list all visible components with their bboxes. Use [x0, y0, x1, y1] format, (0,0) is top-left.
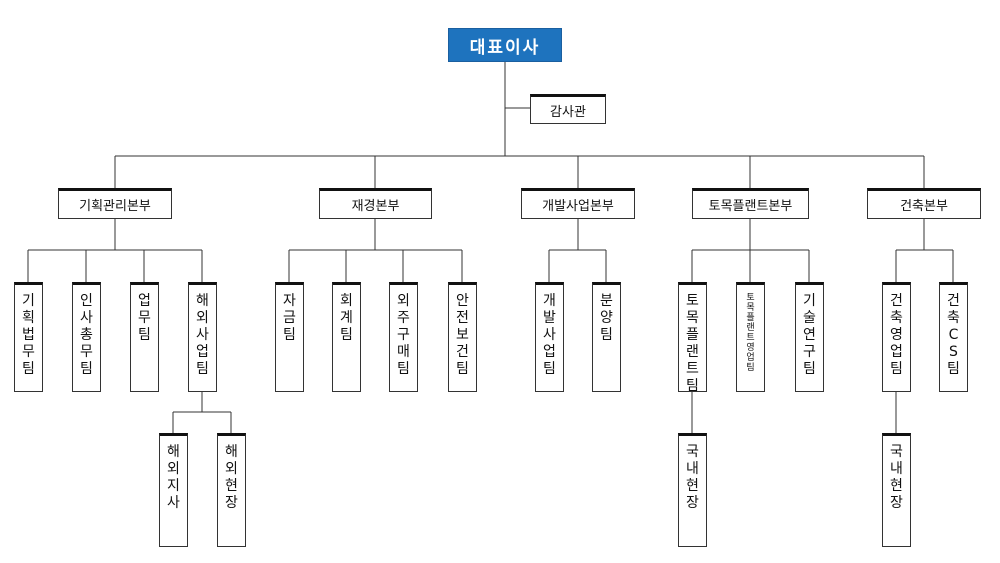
team-accounting: 회계팀	[332, 282, 361, 392]
team-overseas-business: 해외사업팀	[188, 282, 217, 392]
team-architecture-sales: 건축영업팀	[882, 282, 911, 392]
subteam-domestic-site-civil: 국내현장	[678, 433, 707, 547]
team-hr-general: 인사총무팀	[72, 282, 101, 392]
subteam-overseas-site: 해외현장	[217, 433, 246, 547]
team-operations: 업무팀	[130, 282, 159, 392]
team-sales: 분양팀	[592, 282, 621, 392]
team-civil-plant-sales: 토목플랜트영업팀	[736, 282, 765, 392]
team-development-business: 개발사업팀	[535, 282, 564, 392]
division-architecture: 건축본부	[867, 188, 981, 219]
team-safety-health: 안전보건팀	[448, 282, 477, 392]
team-tech-research: 기술연구팀	[795, 282, 824, 392]
ceo-box: 대표이사	[448, 28, 562, 62]
division-planning: 기획관리본부	[58, 188, 172, 219]
team-outsourcing-purchase: 외주구매팀	[389, 282, 418, 392]
subteam-overseas-branch: 해외지사	[159, 433, 188, 547]
team-planning-legal: 기획법무팀	[14, 282, 43, 392]
auditor-box: 감사관	[530, 94, 606, 124]
division-civil-plant: 토목플랜트본부	[692, 188, 809, 219]
team-funds: 자금팀	[275, 282, 304, 392]
team-civil-plant: 토목플랜트팀	[678, 282, 707, 394]
team-architecture-cs: 건축CS팀	[939, 282, 968, 392]
division-development: 개발사업본부	[521, 188, 635, 219]
subteam-domestic-site-architecture: 국내현장	[882, 433, 911, 547]
division-finance: 재경본부	[319, 188, 432, 219]
